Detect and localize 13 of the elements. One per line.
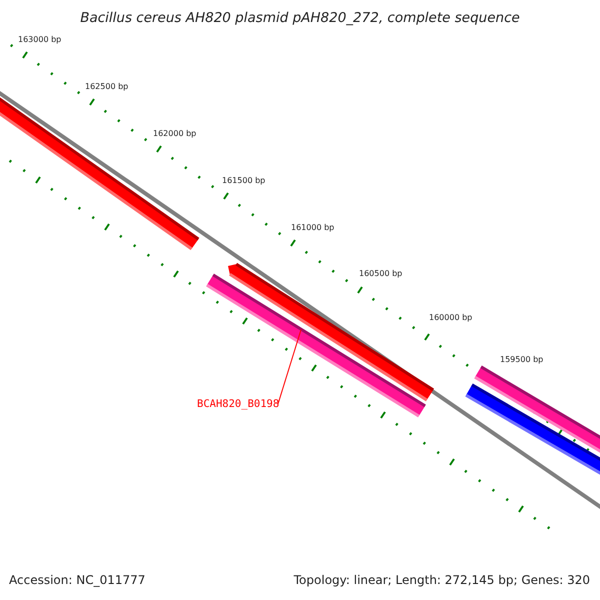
position-label: 160500 bp: [359, 269, 402, 278]
position-label: 160000 bp: [429, 313, 472, 322]
position-label: 163000 bp: [18, 35, 62, 44]
gene-bar: [465, 384, 600, 476]
position-label: 159500 bp: [500, 355, 544, 364]
summary-text: Topology: linear; Length: 272,145 bp; Genes: 320: [294, 573, 590, 587]
gene-bar: [0, 96, 200, 250]
gene-label: BCAH820_B0198: [197, 398, 280, 410]
position-label: 161500 bp: [222, 176, 266, 185]
accession-text: Accession: NC_011777: [9, 573, 146, 587]
position-label: 162000 bp: [153, 129, 196, 138]
position-label: 161000 bp: [291, 223, 334, 232]
map-title: Bacillus cereus AH820 plasmid pAH820_272, complete sequence: [79, 10, 521, 26]
